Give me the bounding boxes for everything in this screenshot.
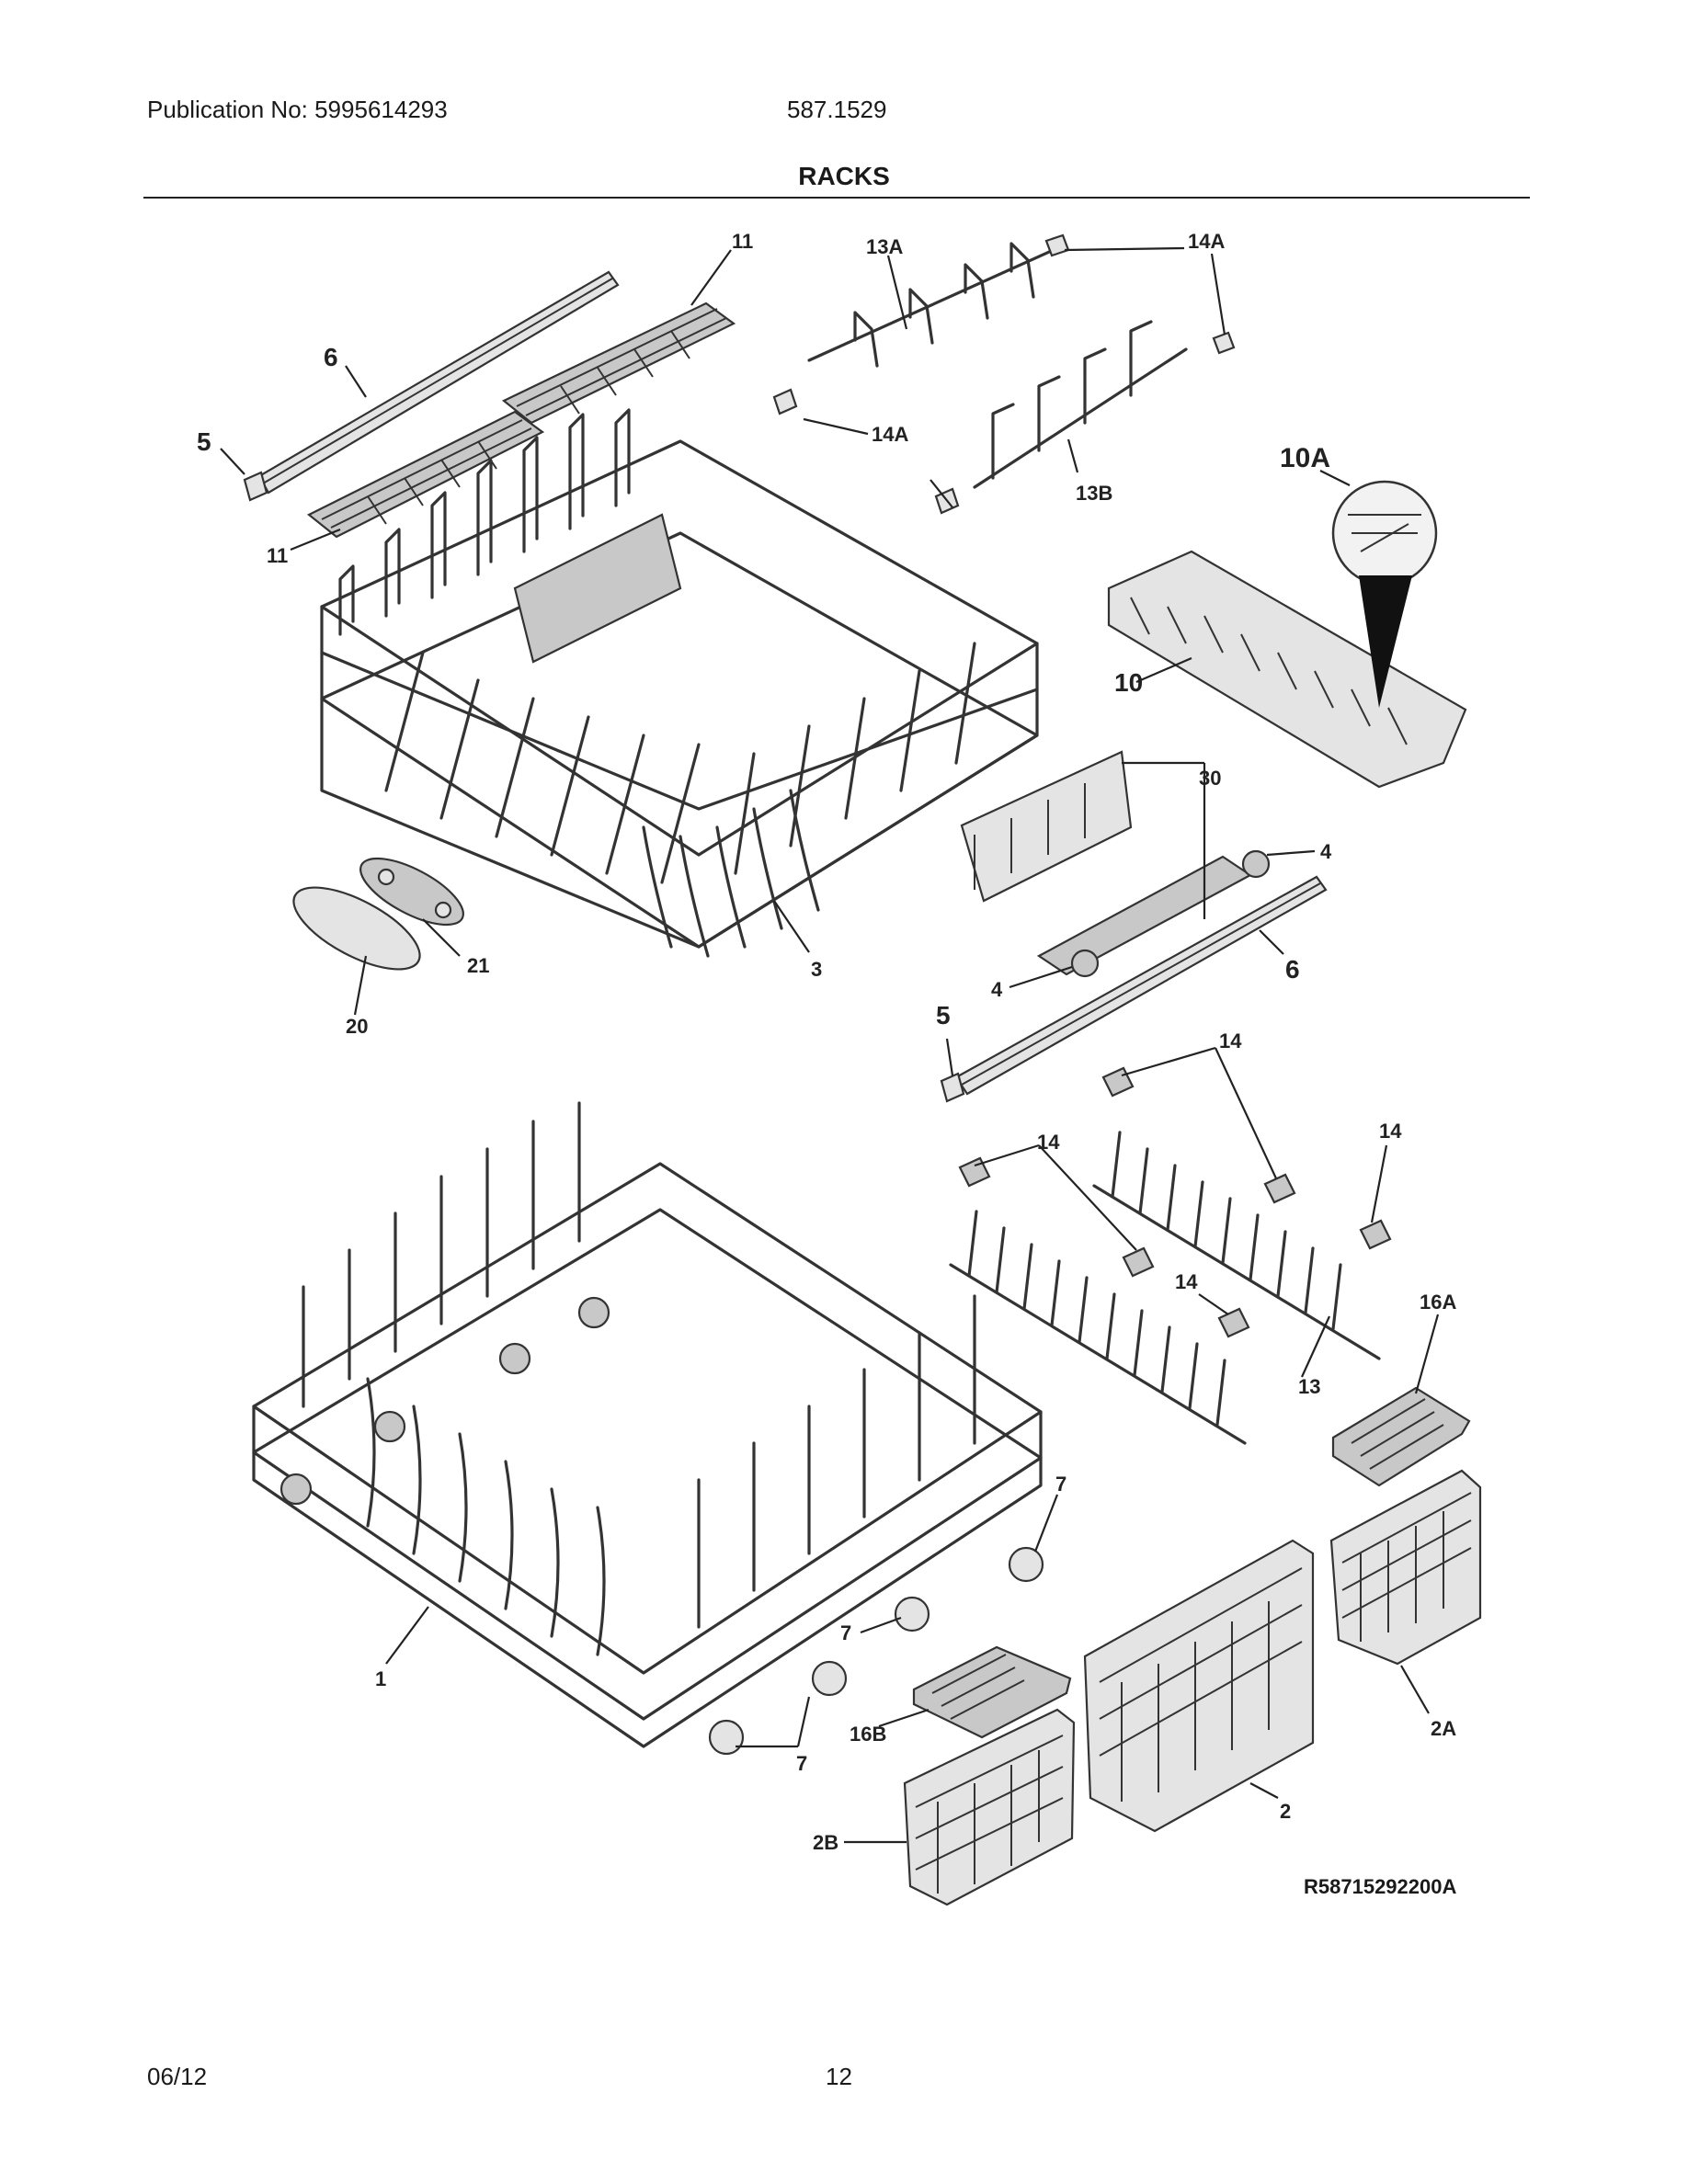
fold-down-tine-row-back [1092,1131,1381,1360]
silverware-basket-large [1083,1539,1315,1833]
callout-14A-top: 14A [1188,230,1225,253]
cup-shelf-back [501,301,736,425]
callout-14-mid: 14 [1175,1270,1198,1293]
callout-21: 21 [467,954,489,977]
title-divider [143,197,1530,199]
callout-5-top: 5 [197,427,211,456]
callout-7-bottom: 7 [796,1752,807,1775]
callout-2B: 2B [813,1831,838,1854]
callout-11-left: 11 [267,544,288,567]
lower-rack [252,1101,1043,1748]
callout-13A: 13A [866,235,903,258]
callout-10: 10 [1114,668,1143,697]
callout-13: 13 [1298,1375,1320,1398]
magnified-detail-circle [1331,480,1438,708]
lower-rack-wheels-inner [279,1296,610,1506]
callout-labels: 11 13A 14A 6 5 14A 13B 10A 11 10 30 4 21… [197,230,1456,1854]
lower-rack-wheels [708,1546,1044,1756]
callout-16A: 16A [1420,1291,1456,1314]
callout-7-right: 7 [1055,1473,1066,1496]
rail-lower-right [954,875,1328,1096]
callout-3: 3 [811,958,822,981]
callout-4-mid: 4 [991,978,1003,1001]
callout-2A: 2A [1431,1717,1456,1740]
rack-handle [292,886,421,971]
page-number: 12 [826,2063,852,2090]
publication-number: Publication No: 5995614293 [147,96,448,123]
wheel-upper-mid [1070,949,1100,978]
publication-date: 06/12 [147,2063,208,2090]
section-title: RACKS [798,162,890,190]
callout-6-lower: 6 [1285,955,1300,984]
callout-14A-mid: 14A [872,423,908,446]
callout-4-right: 4 [1320,840,1332,863]
model-number: 587.1529 [787,96,887,123]
callout-20: 20 [346,1015,368,1038]
basket-cover-left [912,1645,1072,1739]
callout-14-right: 14 [1379,1120,1402,1143]
callout-14-top: 14 [1219,1029,1242,1052]
callout-7-mid: 7 [840,1621,851,1644]
end-cap-upper-left [243,471,268,502]
callout-14-left: 14 [1037,1131,1060,1154]
silverware-basket-small-right [1329,1469,1482,1666]
callout-6-top: 6 [324,343,338,371]
callout-10A: 10A [1280,443,1330,473]
fold-down-tine-row-front [949,1210,1247,1445]
callout-5-lower: 5 [936,1001,951,1029]
rack-slide-assembly [960,750,1253,976]
tine-clips [958,1066,1392,1338]
callout-30: 30 [1199,767,1221,790]
wheel-upper-right [1241,849,1271,879]
callout-16B: 16B [850,1723,886,1746]
silverware-tray [1107,550,1467,789]
stemware-holder [772,233,1070,415]
callout-11-top: 11 [732,230,753,253]
callout-2: 2 [1280,1800,1291,1823]
end-cap-lower [940,1072,965,1103]
callout-13B: 13B [1076,482,1112,505]
basket-cover-right [1331,1386,1471,1487]
silverware-basket-small-left [903,1708,1076,1906]
callout-1: 1 [375,1667,386,1690]
handle-retainer [359,857,464,927]
cup-shelf-front [306,410,545,539]
leader-lines [220,246,1440,1844]
diagram-reference-code: R58715292200A [1304,1875,1457,1898]
upper-rack [320,408,1039,958]
